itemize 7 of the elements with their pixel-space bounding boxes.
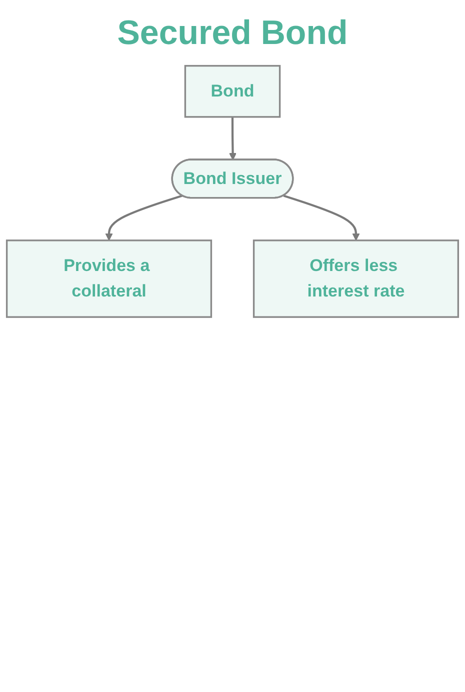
arrow xyxy=(105,194,182,241)
arrow xyxy=(283,194,360,241)
node-box: Offers less interest rate xyxy=(252,240,460,318)
diagram-title: Secured Bond xyxy=(116,14,349,53)
node-box: Bond xyxy=(184,64,281,118)
arrow xyxy=(229,116,237,160)
node-box: Provides a collateral xyxy=(6,240,212,318)
